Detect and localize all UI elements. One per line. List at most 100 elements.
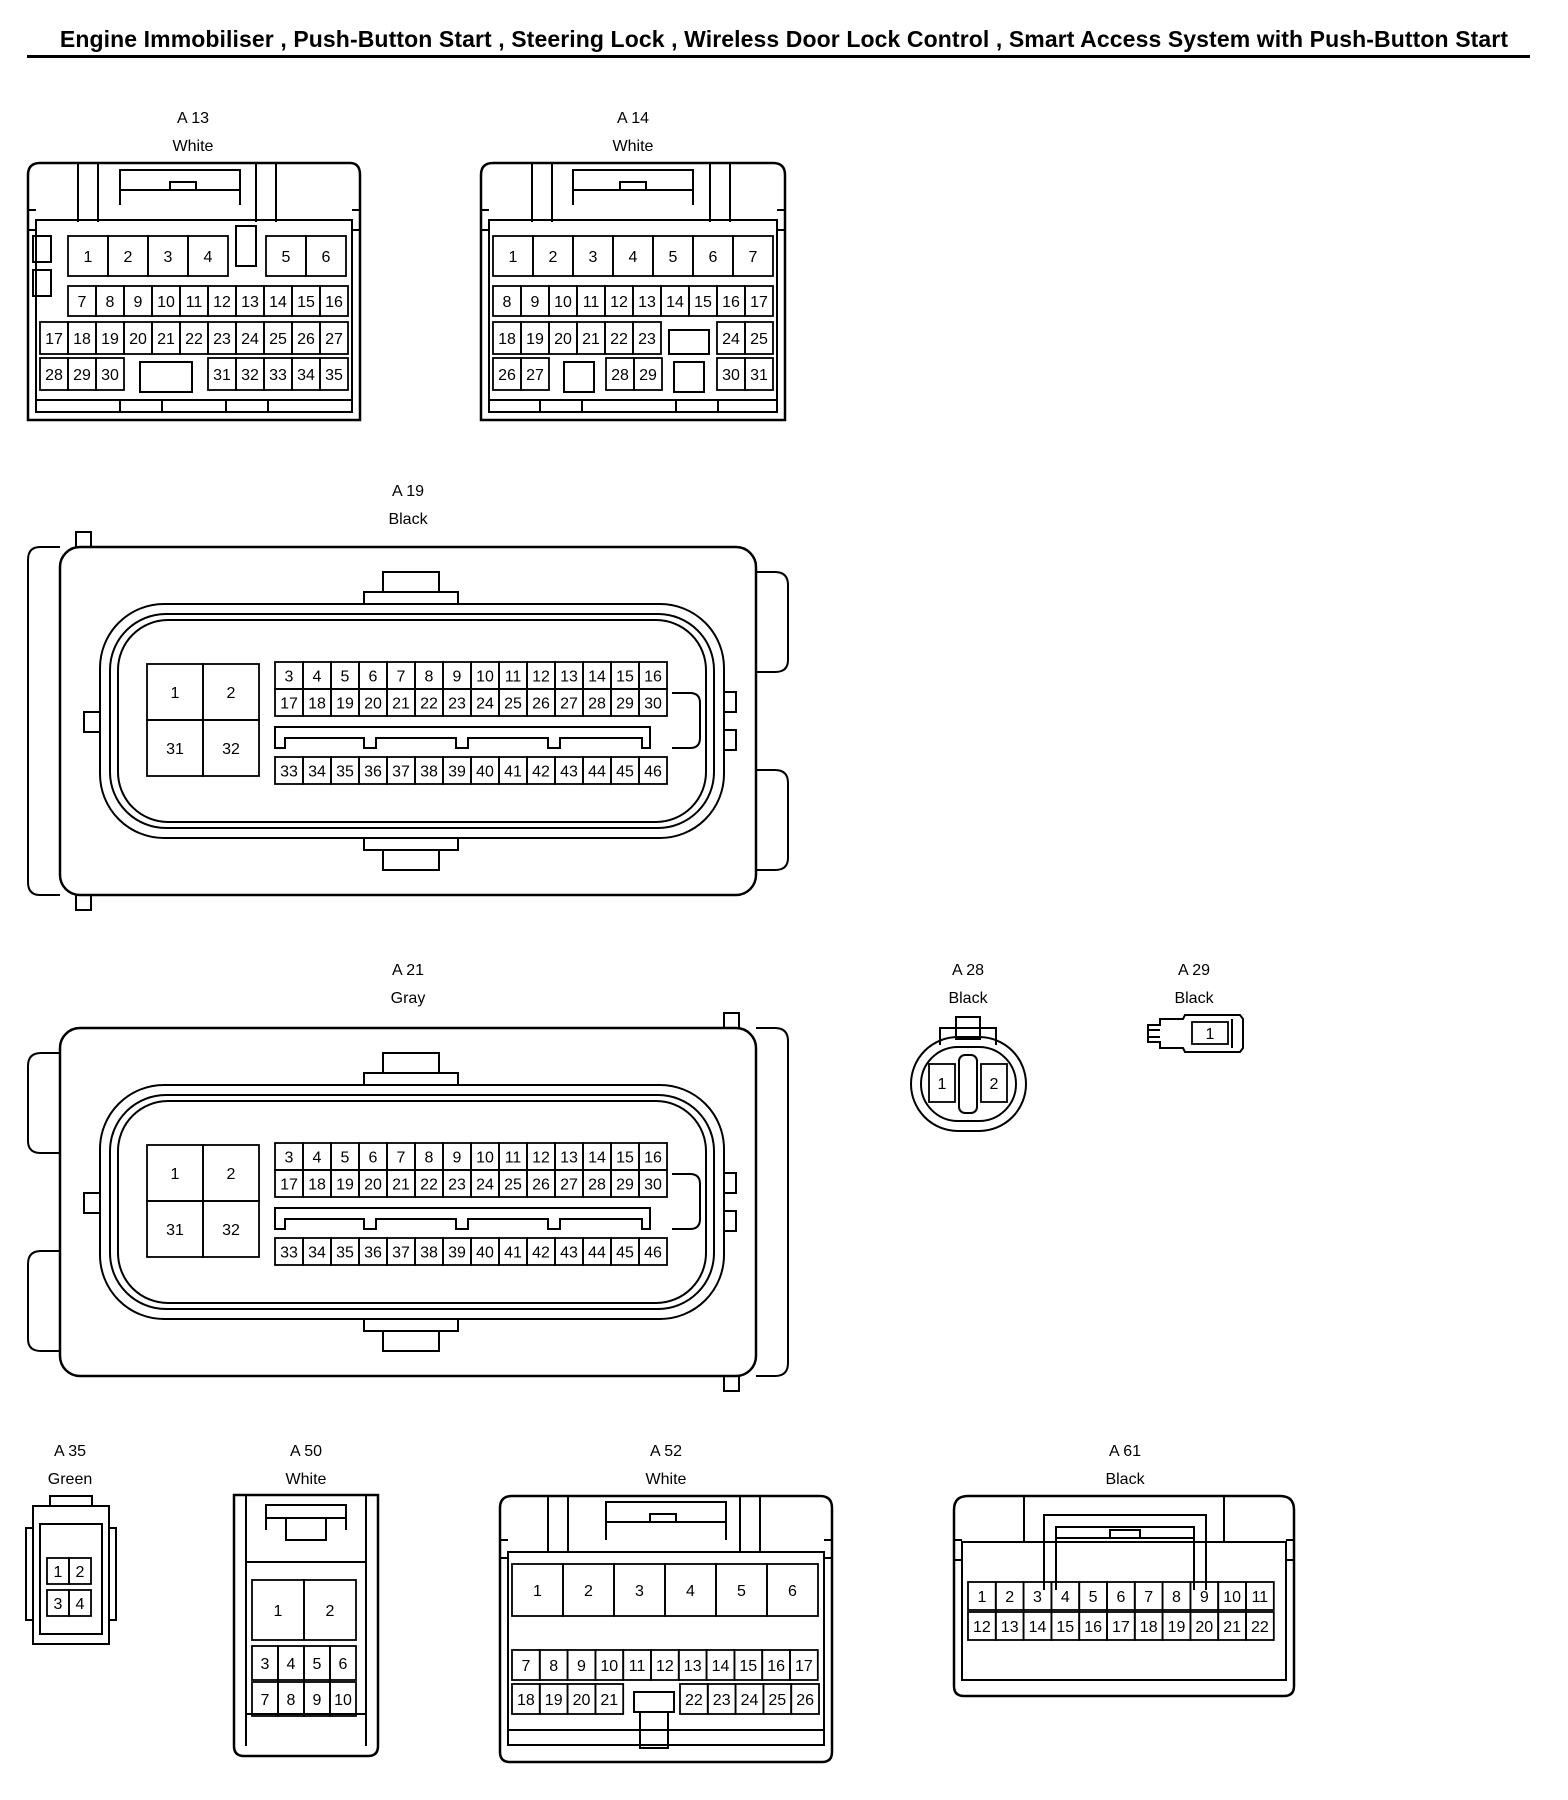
a19-pin-21: 21 [386, 688, 416, 717]
svg-text:32: 32 [241, 367, 259, 384]
svg-text:14: 14 [588, 669, 606, 686]
a21-pin-23: 23 [442, 1169, 472, 1198]
svg-text:8: 8 [503, 294, 512, 311]
a21-pin-40: 40 [470, 1237, 500, 1266]
svg-text:26: 26 [796, 1692, 814, 1709]
svg-text:17: 17 [750, 294, 768, 311]
a19-pin-10: 10 [470, 661, 500, 690]
svg-text:2: 2 [227, 1166, 236, 1183]
svg-text:22: 22 [185, 331, 203, 348]
a13-pin-18: 18 [67, 321, 97, 355]
svg-text:30: 30 [722, 367, 740, 384]
a19-pin-20: 20 [358, 688, 388, 717]
a14-pin-18: 18 [492, 321, 522, 355]
a21-pin-18: 18 [302, 1169, 332, 1198]
svg-text:22: 22 [1251, 1619, 1269, 1636]
svg-text:15: 15 [739, 1658, 757, 1675]
svg-text:7: 7 [521, 1658, 530, 1675]
svg-text:16: 16 [1084, 1619, 1102, 1636]
svg-text:36: 36 [364, 764, 382, 781]
svg-text:20: 20 [364, 696, 382, 713]
a21-pin-6: 6 [358, 1142, 388, 1171]
svg-text:9: 9 [577, 1658, 586, 1675]
title-rule [27, 55, 1530, 58]
a19-pin-13: 13 [554, 661, 584, 690]
a52-pin-17: 17 [789, 1649, 819, 1681]
svg-text:7: 7 [1144, 1589, 1153, 1606]
a21-pin-29: 29 [610, 1169, 640, 1198]
svg-text:3: 3 [54, 1596, 63, 1613]
svg-text:15: 15 [616, 669, 634, 686]
a21-pin-1: 1 [146, 1144, 204, 1202]
a52-pin-5: 5 [715, 1563, 768, 1617]
a61-pin-22: 22 [1245, 1611, 1275, 1641]
a52-pin-7: 7 [511, 1649, 541, 1681]
svg-text:26: 26 [498, 367, 516, 384]
svg-text:17: 17 [280, 696, 298, 713]
svg-text:1: 1 [938, 1076, 947, 1093]
svg-text:15: 15 [694, 294, 712, 311]
svg-text:5: 5 [313, 1656, 322, 1673]
a52-pin-10: 10 [594, 1649, 625, 1681]
a50-pin-4: 4 [277, 1645, 305, 1681]
a21-pin-30: 30 [638, 1169, 668, 1198]
a50-pin-10: 10 [329, 1681, 357, 1717]
svg-text:2: 2 [584, 1583, 593, 1600]
a21-pin-37: 37 [386, 1237, 416, 1266]
a14-pin-2: 2 [532, 235, 574, 277]
a52-pin-14: 14 [705, 1649, 736, 1681]
svg-text:24: 24 [476, 696, 494, 713]
svg-text:38: 38 [420, 1245, 438, 1262]
a61-pin-1: 1 [967, 1581, 997, 1611]
a19-pin-12: 12 [526, 661, 556, 690]
svg-text:33: 33 [280, 764, 298, 781]
a61-pin-17: 17 [1106, 1611, 1136, 1641]
a19-pin-15: 15 [610, 661, 640, 690]
svg-text:17: 17 [795, 1658, 813, 1675]
svg-text:8: 8 [549, 1658, 558, 1675]
svg-text:46: 46 [644, 764, 662, 781]
connector-a52-color: White [646, 1471, 687, 1488]
a52-pin-12: 12 [650, 1649, 680, 1681]
a19-pin-5: 5 [330, 661, 360, 690]
svg-text:4: 4 [313, 669, 322, 686]
a14-pin-15: 15 [688, 285, 718, 317]
a52-pin-1: 1 [511, 1563, 564, 1617]
a13-pin-11: 11 [179, 285, 209, 317]
svg-text:29: 29 [73, 367, 91, 384]
svg-text:3: 3 [285, 1150, 294, 1167]
svg-text:9: 9 [1200, 1589, 1209, 1606]
svg-text:36: 36 [364, 1245, 382, 1262]
svg-text:31: 31 [166, 741, 184, 758]
svg-text:27: 27 [560, 1177, 578, 1194]
a28-pin-1: 1 [928, 1063, 956, 1103]
a52-pin-18: 18 [511, 1683, 541, 1715]
svg-text:23: 23 [448, 696, 466, 713]
svg-text:11: 11 [505, 669, 522, 686]
svg-text:9: 9 [134, 294, 143, 311]
svg-text:32: 32 [222, 1222, 240, 1239]
svg-text:11: 11 [505, 1150, 522, 1167]
a13-pin-26: 26 [291, 321, 321, 355]
connector-a61-color: Black [1105, 1471, 1145, 1488]
svg-text:16: 16 [644, 669, 662, 686]
svg-text:42: 42 [532, 764, 550, 781]
a13-pin-6: 6 [305, 235, 347, 277]
svg-text:19: 19 [1168, 1619, 1186, 1636]
svg-text:22: 22 [610, 331, 628, 348]
connector-a29: A 29 Black 1 [1147, 962, 1244, 1053]
svg-text:39: 39 [448, 1245, 466, 1262]
svg-text:45: 45 [616, 1245, 634, 1262]
svg-text:1: 1 [274, 1603, 283, 1620]
a50-pin-1: 1 [251, 1579, 305, 1641]
a21-pin-42: 42 [526, 1237, 556, 1266]
a52-pin-21: 21 [594, 1683, 625, 1715]
svg-text:45: 45 [616, 764, 634, 781]
svg-text:1: 1 [977, 1589, 986, 1606]
svg-text:13: 13 [560, 669, 578, 686]
a19-pin-40: 40 [470, 756, 500, 785]
svg-text:2: 2 [1005, 1589, 1014, 1606]
a13-pin-14: 14 [263, 285, 293, 317]
connector-a21-color: Gray [391, 990, 426, 1007]
